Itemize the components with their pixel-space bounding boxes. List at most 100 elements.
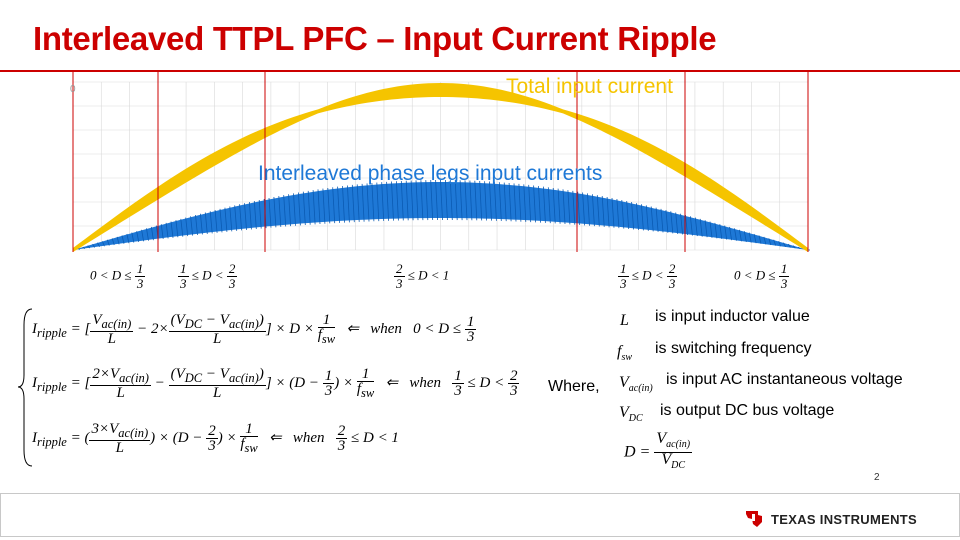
ripple-stroke <box>121 235 125 244</box>
ripple-stroke <box>420 180 424 221</box>
ripple-stroke <box>332 187 336 224</box>
ripple-stroke <box>748 232 752 243</box>
ripple-stroke <box>180 218 184 237</box>
ripple-stroke <box>474 180 478 221</box>
ripple-stroke <box>317 189 321 225</box>
ripple-stroke <box>498 182 502 221</box>
ripple-stroke <box>347 185 350 223</box>
symbol-vac: Vac(in) <box>619 374 653 395</box>
definition-fsw: is switching frequency <box>655 340 812 357</box>
ripple-stroke <box>508 182 512 222</box>
ripple-stroke <box>430 180 434 221</box>
ripple-stroke <box>631 202 634 230</box>
ripple-stroke <box>655 207 659 232</box>
ripple-stroke <box>160 224 164 240</box>
ripple-stroke <box>97 242 100 248</box>
ripple-stroke <box>616 198 620 229</box>
ripple-stroke <box>234 205 238 231</box>
ripple-stroke <box>131 232 135 243</box>
ripple-stroke <box>552 187 556 224</box>
title-rule <box>0 70 960 72</box>
region-dividers <box>72 72 809 252</box>
ripple-stroke <box>82 246 86 250</box>
ripple-stroke <box>449 180 453 221</box>
ripple-stroke <box>503 182 507 222</box>
equation-2: Iripple = [2×Vac(in)L − (VDC − Vac(in))L… <box>32 366 520 401</box>
ripple-stroke <box>337 186 340 223</box>
ripple-stroke <box>351 184 355 223</box>
ripple-stroke <box>302 191 306 226</box>
ripple-stroke <box>675 212 679 234</box>
ripple-stroke <box>709 221 713 238</box>
ripple-stroke <box>415 180 419 221</box>
ripple-stroke <box>165 222 169 239</box>
equation-1: Iripple = [Vac(in)L − 2×(VDC − Vac(in))L… <box>32 312 477 347</box>
ripple-stroke <box>665 210 669 233</box>
ripple-stroke <box>533 185 536 223</box>
ripple-stroke <box>170 221 174 238</box>
ripple-stroke <box>371 182 375 222</box>
ripple-stroke <box>268 197 272 228</box>
ripple-stroke <box>479 180 483 221</box>
ripple-stroke <box>298 192 301 226</box>
ripple-stroke <box>538 186 541 223</box>
waveform-chart: 0 <box>70 72 810 252</box>
ripple-stroke <box>440 179 443 221</box>
ripple-stroke <box>719 224 723 240</box>
ripple-stroke <box>204 212 208 234</box>
page-number: 2 <box>874 472 880 483</box>
ripple-stroke <box>729 226 732 241</box>
ripple-stroke <box>356 184 360 222</box>
phase-current-ripple <box>73 179 810 251</box>
ripple-stroke <box>229 206 233 232</box>
ripple-stroke <box>116 236 120 245</box>
ripple-stroke <box>753 233 757 244</box>
ripple-stroke <box>680 213 683 235</box>
ripple-stroke <box>778 241 781 247</box>
ripple-stroke <box>435 179 438 221</box>
ripple-stroke <box>587 193 590 226</box>
duty-cycle-equation: D = Vac(in)VDC <box>624 430 693 472</box>
ripple-stroke <box>543 186 546 223</box>
ripple-stroke <box>209 211 213 234</box>
symbol-L: L <box>620 312 629 329</box>
ripple-stroke <box>734 228 737 241</box>
ripple-stroke <box>87 245 91 249</box>
ripple-stroke <box>582 192 585 226</box>
ripple-stroke <box>763 236 767 245</box>
ripple-stroke <box>547 187 551 224</box>
ripple-stroke <box>606 196 610 228</box>
footer-bar: TEXAS INSTRUMENTS <box>0 493 960 537</box>
phase-current-label: Interleaved phase legs input currents <box>258 162 603 185</box>
ripple-stroke <box>288 194 291 227</box>
ripple-stroke <box>773 239 777 246</box>
ripple-stroke <box>185 217 189 237</box>
ripple-stroke <box>567 190 571 225</box>
corner-mark: 0 <box>70 84 76 95</box>
ripple-stroke <box>249 202 252 230</box>
ripple-equations: Iripple = [Vac(in)L − 2×(VDC − Vac(in))L… <box>18 305 538 470</box>
ripple-stroke <box>106 239 110 246</box>
ripple-stroke <box>484 181 487 221</box>
ripple-stroke <box>596 195 600 227</box>
ripple-stroke <box>670 211 674 234</box>
ripple-stroke <box>577 191 581 226</box>
ripple-stroke <box>685 214 688 236</box>
ripple-stroke <box>650 206 654 232</box>
ripple-stroke <box>464 180 468 221</box>
ripple-stroke <box>724 225 728 240</box>
ripple-stroke <box>258 199 262 229</box>
ripple-stroke <box>557 188 561 224</box>
ripple-stroke <box>376 182 380 222</box>
ripple-stroke <box>175 220 179 238</box>
ripple-stroke <box>454 180 458 221</box>
ripple-stroke <box>768 238 772 246</box>
ripple-stroke <box>645 205 649 231</box>
ripple-stroke <box>102 241 105 247</box>
symbol-vdc: VDC <box>619 404 643 425</box>
ripple-stroke <box>523 184 527 222</box>
